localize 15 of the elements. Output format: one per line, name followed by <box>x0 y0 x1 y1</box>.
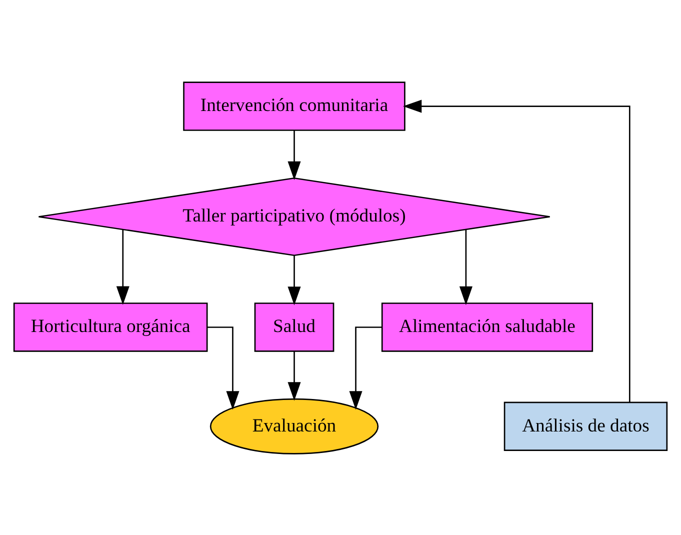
arrow <box>459 228 472 305</box>
arrow <box>288 254 301 305</box>
node-box: Análisis de datos <box>504 401 668 450</box>
node-ellipse: Evaluación <box>210 398 379 454</box>
arrow <box>207 326 240 410</box>
arrow <box>402 99 630 402</box>
arrow <box>288 130 301 180</box>
arrow <box>288 350 301 400</box>
node-diamond: Taller participativo (módulos) <box>38 176 550 256</box>
arrow <box>349 326 382 410</box>
node-box: Alimentación saludable <box>381 302 594 352</box>
node-box: Horticultura orgánica <box>13 302 208 352</box>
node-box: Intervención comunitaria <box>183 81 406 130</box>
node-box: Salud <box>254 302 334 352</box>
arrow <box>116 229 130 304</box>
